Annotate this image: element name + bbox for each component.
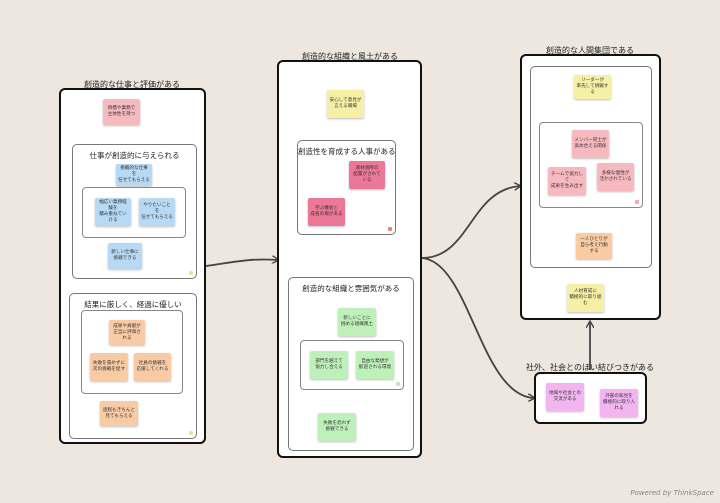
work-box-title: 創造的な仕事と評価がある (84, 80, 180, 89)
sticky-note[interactable]: 過程もきちんと 見てもらえる (100, 401, 138, 426)
sticky-note[interactable]: 挑戦的な仕事を 任せてもらえる (116, 164, 152, 186)
work-box[interactable]: 目標や業務で 主体性を持つ 仕事が創造的に与えられる 挑戦的な仕事を 任せてもら… (59, 88, 206, 444)
people-box-title: 創造的な人間集団である (546, 46, 634, 55)
org-box[interactable]: 安心して意見が 言える職場 創造性を育成する人事がある 適材適所の 配置がされて… (277, 60, 422, 458)
society-box[interactable]: 地域や社会との 交流がある 外部の知見を 積極的に取り入れる (534, 372, 647, 424)
group-evaluation-title: 結果に厳しく、経過に優しい (84, 300, 182, 309)
sticky-note[interactable]: 部門を越えて 協力し合える (310, 351, 348, 379)
sticky-note[interactable]: 幅広い業務経験を 積み重ねていける (95, 198, 131, 226)
group-evaluation-inner[interactable]: 成果や貢献が 正当に評価される 失敗を責めずに 次の挑戦を促す 社員の挑戦を 応… (81, 310, 183, 394)
group-people[interactable]: リーダーが 率先して挑戦する メンバー同士が 高め合える関係 チームで協力して … (530, 66, 652, 268)
sticky-note[interactable]: リーダーが 率先して挑戦する (574, 75, 611, 99)
people-box[interactable]: リーダーが 率先して挑戦する メンバー同士が 高め合える関係 チームで協力して … (520, 54, 661, 320)
sticky-note[interactable]: 安心して意見が 言える職場 (327, 90, 364, 118)
sticky-note[interactable]: 適材適所の 配置がされている (349, 161, 385, 189)
group-climate-inner[interactable]: 部門を越えて 協力し合える 自由な発想が 歓迎される環境 (300, 340, 404, 390)
sticky-note[interactable]: 人材育成に 積極的に取り組む (567, 284, 604, 312)
group-corner-mark (396, 382, 400, 386)
sticky-note[interactable]: 目標や業務で 主体性を持つ (103, 99, 140, 125)
group-creative-work-title: 仕事が創造的に与えられる (89, 151, 180, 160)
society-box-title: 社外、社会とのほい結びつきがある (526, 363, 654, 372)
group-corner-mark (189, 431, 193, 435)
sticky-note[interactable]: 新しいことに 挑める組織風土 (338, 308, 376, 336)
sticky-note[interactable]: 成果や貢献が 正当に評価される (109, 320, 145, 345)
sticky-note[interactable]: 多様な個性が 活かされている (597, 163, 634, 191)
connector-work-to-org (205, 259, 278, 267)
group-creative-work[interactable]: 仕事が創造的に与えられる 挑戦的な仕事を 任せてもらえる 幅広い業務経験を 積み… (72, 144, 197, 279)
sticky-note[interactable]: 外部の知見を 積極的に取り入れる (600, 389, 638, 417)
sticky-note[interactable]: チームで協力して 成果を生み出す (548, 167, 586, 195)
sticky-note[interactable]: 地域や社会との 交流がある (546, 383, 584, 411)
sticky-note[interactable]: やりたいことを 任せてもらえる (139, 198, 175, 226)
group-corner-mark (635, 200, 639, 204)
sticky-note[interactable]: 学ぶ機会と 成長の場がある (308, 198, 345, 226)
sticky-note[interactable]: 新しい仕事に 挑戦できる (108, 243, 142, 269)
group-corner-mark (388, 227, 392, 231)
sticky-note[interactable]: 自由な発想が 歓迎される環境 (356, 351, 394, 379)
group-corner-mark (189, 271, 193, 275)
connector-org-to-people (421, 186, 520, 259)
footer-credit: Powered by ThinkSpace (630, 489, 714, 497)
group-creative-inner[interactable]: 幅広い業務経験を 積み重ねていける やりたいことを 任せてもらえる (82, 187, 186, 238)
group-climate-title: 創造的な組織と雰囲気がある (302, 284, 400, 293)
group-hr-title: 創造性を育成する人事がある (298, 147, 396, 156)
sticky-note[interactable]: 一人ひとりが 自ら考え行動する (576, 233, 612, 259)
org-box-title: 創造的な組織と風土がある (302, 52, 398, 61)
sticky-note[interactable]: 失敗を恐れず 挑戦できる (318, 413, 356, 441)
sticky-note[interactable]: メンバー同士が 高め合える関係 (572, 130, 609, 158)
group-hr[interactable]: 創造性を育成する人事がある 適材適所の 配置がされている 学ぶ機会と 成長の場が… (297, 140, 396, 235)
group-climate[interactable]: 創造的な組織と雰囲気がある 新しいことに 挑める組織風土 部門を越えて 協力し合… (288, 277, 414, 451)
group-evaluation[interactable]: 結果に厳しく、経過に優しい 成果や貢献が 正当に評価される 失敗を責めずに 次の… (69, 293, 197, 439)
sticky-note[interactable]: 失敗を責めずに 次の挑戦を促す (90, 353, 128, 381)
connector-org-to-society (421, 257, 534, 398)
sticky-note[interactable]: 社員の挑戦を 応援してくれる (134, 353, 171, 381)
group-team[interactable]: メンバー同士が 高め合える関係 チームで協力して 成果を生み出す 多様な個性が … (539, 122, 643, 208)
